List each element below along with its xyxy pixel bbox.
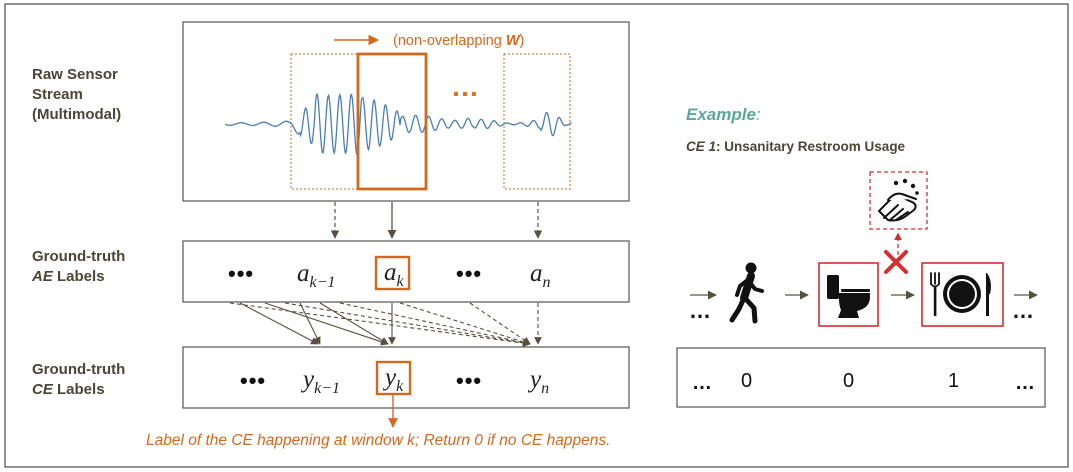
ce-dots-mid: ••• xyxy=(456,368,482,393)
ce-label-line1: Ground-truth xyxy=(32,361,125,378)
example-ce-name: CE 1: Unsanitary Restroom Usage xyxy=(686,139,906,154)
window-ellipsis: … xyxy=(451,71,479,102)
handwash-icon xyxy=(878,178,919,222)
ae-label-prev: ak−1 xyxy=(297,260,335,291)
raw-label-line2: Stream xyxy=(32,86,83,103)
example-label-4: … xyxy=(1015,372,1035,394)
arrow-ae-to-ce-h xyxy=(339,302,531,347)
ae-label-last: an xyxy=(530,260,551,291)
example-label-row: … 0 0 1 … xyxy=(692,370,1035,394)
ae-current-highlight xyxy=(374,255,411,291)
arrow-ae-to-ce-c xyxy=(299,302,321,345)
example-label-0: … xyxy=(692,372,712,394)
ce-label-last: yn xyxy=(527,366,549,397)
arrow-ae-to-ce-b xyxy=(264,302,389,346)
raw-label-line3: (Multimodal) xyxy=(32,106,121,123)
arrow-ae-to-ce-j xyxy=(469,302,531,345)
ce-label-prev: yk−1 xyxy=(300,366,340,397)
raw-sensor-box xyxy=(182,21,630,202)
ce-note: Label of the CE happening at window k; R… xyxy=(146,432,610,449)
handwash-box xyxy=(869,171,928,230)
ae-label-current: ak xyxy=(384,259,405,290)
ce-label-box xyxy=(182,346,630,409)
ce-label-line2: CE Labels xyxy=(32,381,105,398)
cross-icon xyxy=(884,250,908,274)
seq-ellipsis-right: … xyxy=(1012,298,1034,323)
example-label-1: 0 xyxy=(741,370,752,392)
ae-dots-left: ••• xyxy=(228,261,254,286)
ae-label-line2: AE Labels xyxy=(31,268,105,285)
seq-ellipsis-left: … xyxy=(689,298,711,323)
window-last xyxy=(503,53,571,190)
sensor-waveform xyxy=(224,92,572,156)
plate-box xyxy=(921,262,1004,327)
raw-label-line1: Raw Sensor xyxy=(32,66,118,83)
arrow-ae-to-ce-f xyxy=(229,302,531,347)
plate-fork-knife-icon xyxy=(930,272,991,316)
row-labels: Raw Sensor Stream (Multimodal) Ground-tr… xyxy=(31,66,125,398)
toilet-box xyxy=(818,262,879,327)
ae-label-box xyxy=(182,240,630,303)
ce-dots-left: ••• xyxy=(240,368,266,393)
example-label-box xyxy=(676,347,1046,408)
arrow-ae-to-ce-i xyxy=(399,302,531,346)
ce-label-current: yk xyxy=(382,364,404,395)
ae-dots-mid: ••• xyxy=(456,261,482,286)
example-label-2: 0 xyxy=(843,370,854,392)
arrow-ae-to-ce-a xyxy=(239,302,319,345)
ae-to-ce-arrows xyxy=(229,302,542,347)
ce-current-highlight xyxy=(375,360,412,396)
window-current xyxy=(356,52,428,191)
ae-label-line1: Ground-truth xyxy=(32,248,125,265)
window-note: (non-overlapping W) xyxy=(393,33,524,49)
example-label-3: 1 xyxy=(948,370,959,392)
example-title: Example: xyxy=(686,105,761,124)
toilet-icon xyxy=(827,275,870,318)
walking-person-icon xyxy=(729,262,764,324)
arrow-ae-to-ce-d xyxy=(319,302,389,345)
